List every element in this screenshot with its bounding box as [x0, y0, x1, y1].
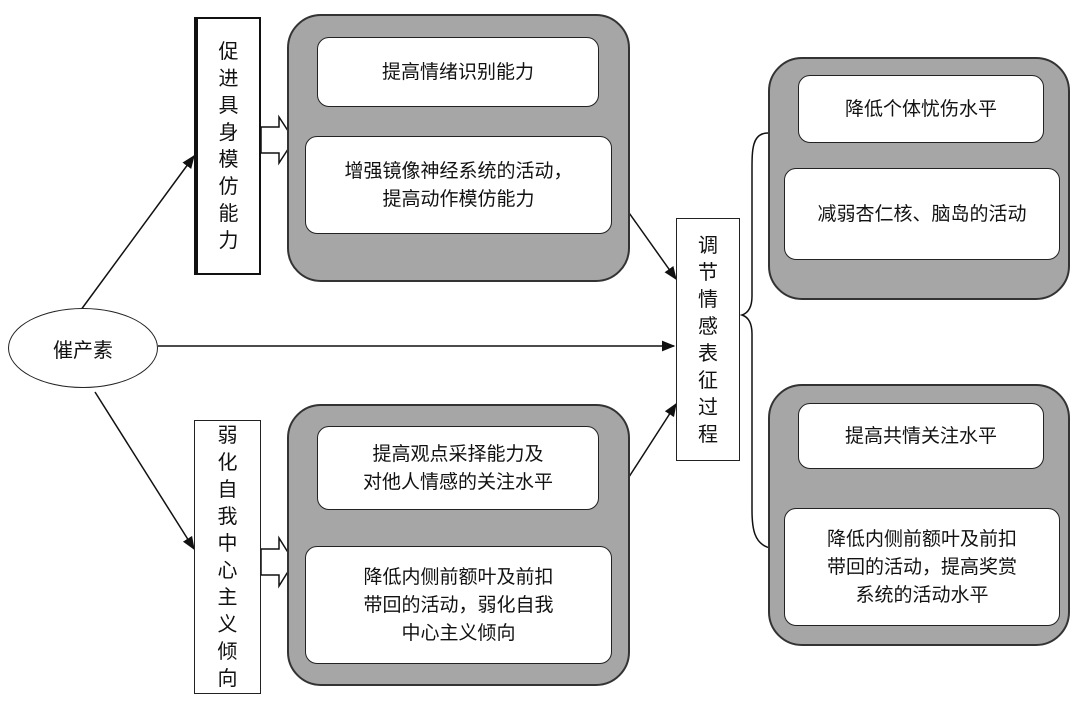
outcome-bottom-step2: 降低内侧前额叶及前扣 带回的活动，提高奖赏 系统的活动水平 — [784, 508, 1060, 626]
arrow-top-group-to-target — [626, 209, 677, 281]
bottom-branch-step2-text: 降低内侧前额叶及前扣 带回的活动，弱化自我 中心主义倾向 — [363, 566, 554, 644]
block-arrow-top-branch — [260, 114, 295, 166]
top-branch-label: 促进具身模仿能力 — [218, 39, 239, 252]
bottom-branch-label: 弱化自我中心主义倾向 — [217, 423, 238, 690]
outcome-top-step2-text: 减弱杏仁核、脑岛的活动 — [817, 203, 1027, 225]
top-branch-step2: 增强镜像神经系统的活动， 提高动作模仿能力 — [305, 136, 612, 234]
arrow-source-to-top-branch — [74, 154, 195, 319]
outcome-bottom-step2-text: 降低内侧前额叶及前扣 带回的活动，提高奖赏 系统的活动水平 — [826, 528, 1017, 606]
bottom-branch-step1: 提高观点采择能力及 对他人情感的关注水平 — [317, 426, 599, 510]
outcome-top-step1: 降低个体忧伤水平 — [798, 75, 1044, 143]
arrow-source-to-bottom-branch — [94, 391, 195, 551]
outcome-bottom-step1-text: 提高共情关注水平 — [844, 425, 997, 447]
arrow-bottom-group-to-target — [626, 402, 677, 481]
source-label: 催产素 — [53, 337, 113, 362]
top-branch-step1: 提高情绪识别能力 — [317, 37, 599, 107]
bottom-branch-step2: 降低内侧前额叶及前扣 带回的活动，弱化自我 中心主义倾向 — [305, 546, 612, 664]
source-node: 催产素 — [8, 308, 158, 388]
top-branch-step1-text: 提高情绪识别能力 — [381, 61, 534, 83]
target-label: 调节情感表征过程 — [698, 232, 718, 446]
bottom-branch-label-box: 弱化自我中心主义倾向 — [194, 420, 261, 694]
brace — [739, 132, 771, 549]
bottom-branch-step1-text: 提高观点采择能力及 对他人情感的关注水平 — [362, 443, 553, 493]
outcome-top-step2: 减弱杏仁核、脑岛的活动 — [784, 168, 1060, 260]
target-node: 调节情感表征过程 — [676, 218, 740, 461]
top-branch-label-box: 促进具身模仿能力 — [194, 17, 261, 275]
outcome-bottom-step1: 提高共情关注水平 — [798, 403, 1044, 469]
outcome-top-step1-text: 降低个体忧伤水平 — [844, 98, 997, 120]
block-arrow-bottom-branch — [260, 535, 295, 589]
top-branch-step2-text: 增强镜像神经系统的活动， 提高动作模仿能力 — [344, 160, 573, 210]
